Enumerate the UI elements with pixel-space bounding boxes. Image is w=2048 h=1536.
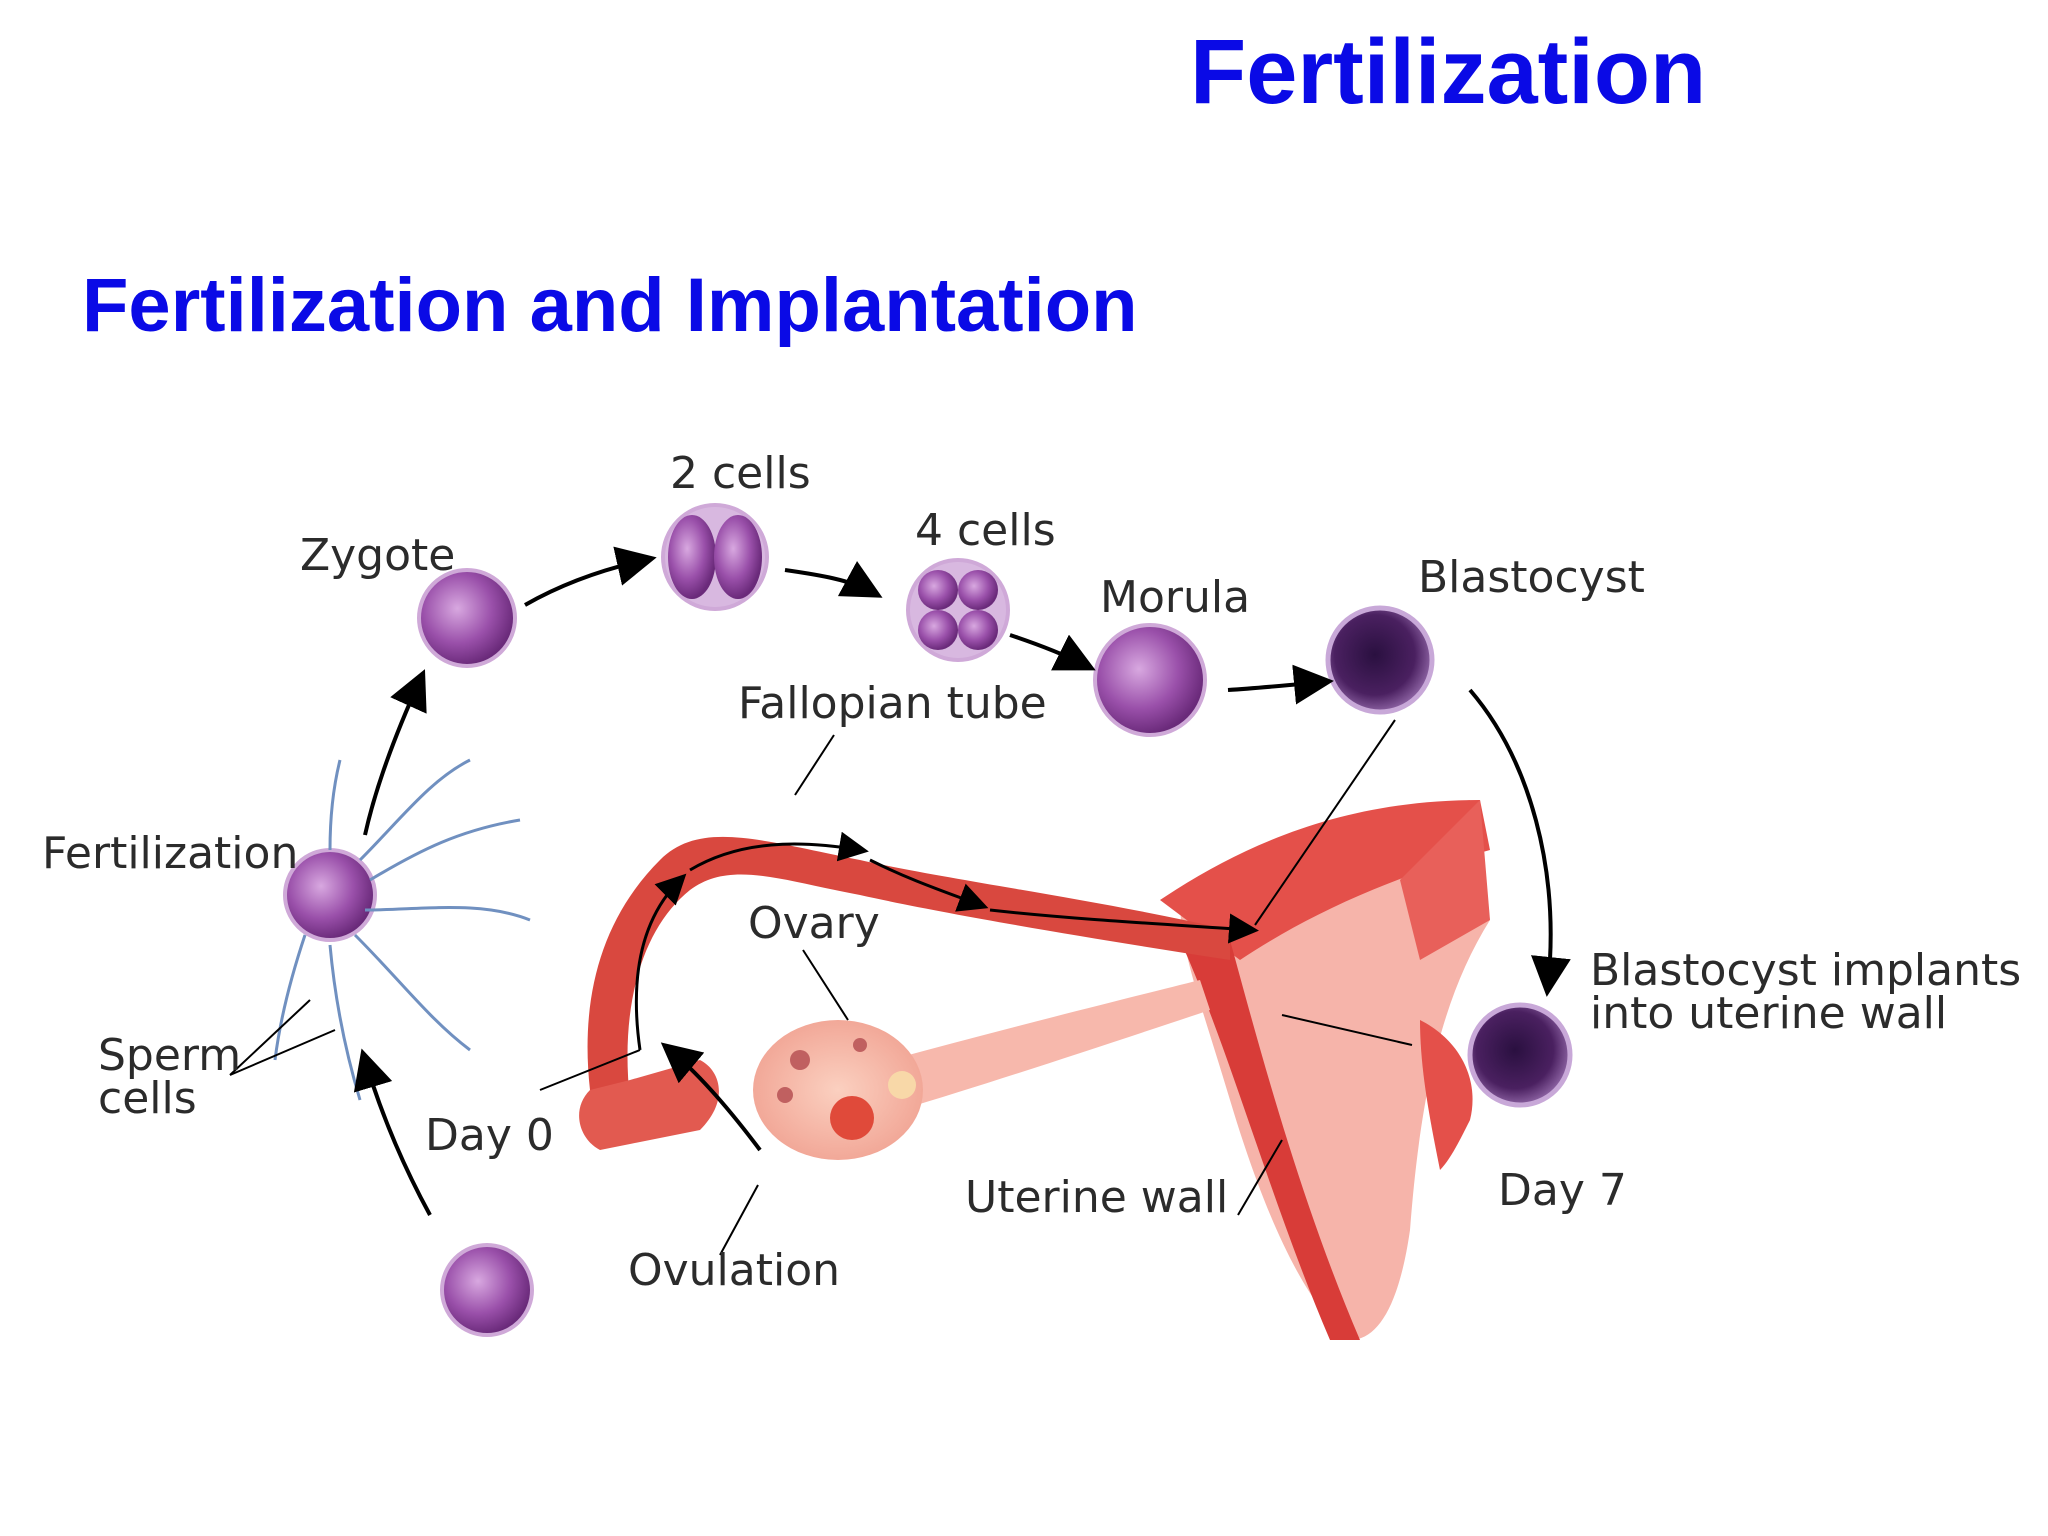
cycle-arrows <box>353 546 1571 1216</box>
implantation-site <box>1420 1020 1473 1170</box>
cell-zygote <box>417 568 517 668</box>
label-sperm: Sperm <box>98 1030 241 1081</box>
label-cells: cells <box>98 1073 197 1124</box>
label-day-0: Day 0 <box>425 1110 554 1161</box>
label-two-cells: 2 cells <box>670 448 811 499</box>
label-blastocyst-implants: Blastocyst implants <box>1590 945 2021 996</box>
cell-ovulated-egg <box>440 1243 534 1337</box>
label-into-uterine-wall: into uterine wall <box>1590 988 1947 1039</box>
ovary <box>753 1020 923 1160</box>
leader-lines <box>229 719 1413 1256</box>
label-blastocyst: Blastocyst <box>1418 552 1645 603</box>
label-ovulation: Ovulation <box>628 1245 840 1296</box>
ovarian-ligament <box>890 980 1210 1110</box>
label-day-7: Day 7 <box>1498 1165 1627 1216</box>
cell-blastocyst <box>1325 605 1435 715</box>
label-four-cells: 4 cells <box>915 505 1056 556</box>
cell-four-cells <box>906 558 1010 662</box>
label-morula: Morula <box>1100 572 1250 623</box>
cell-two-cells <box>661 503 769 611</box>
label-zygote: Zygote <box>300 530 455 581</box>
label-ovary: Ovary <box>748 898 880 949</box>
label-uterine-wall: Uterine wall <box>965 1172 1228 1223</box>
slide-subtitle: Fertilization and Implantation <box>82 263 1138 348</box>
slide-title: Fertilization <box>1190 21 1707 123</box>
tube-path-arrows <box>634 831 1259 1051</box>
cell-morula <box>1093 623 1207 737</box>
label-fertilization: Fertilization <box>42 828 298 879</box>
cell-implanted-blastocyst <box>1467 1002 1573 1108</box>
cell-fertilization-egg <box>283 848 377 942</box>
label-fallopian-tube: Fallopian tube <box>738 678 1047 729</box>
